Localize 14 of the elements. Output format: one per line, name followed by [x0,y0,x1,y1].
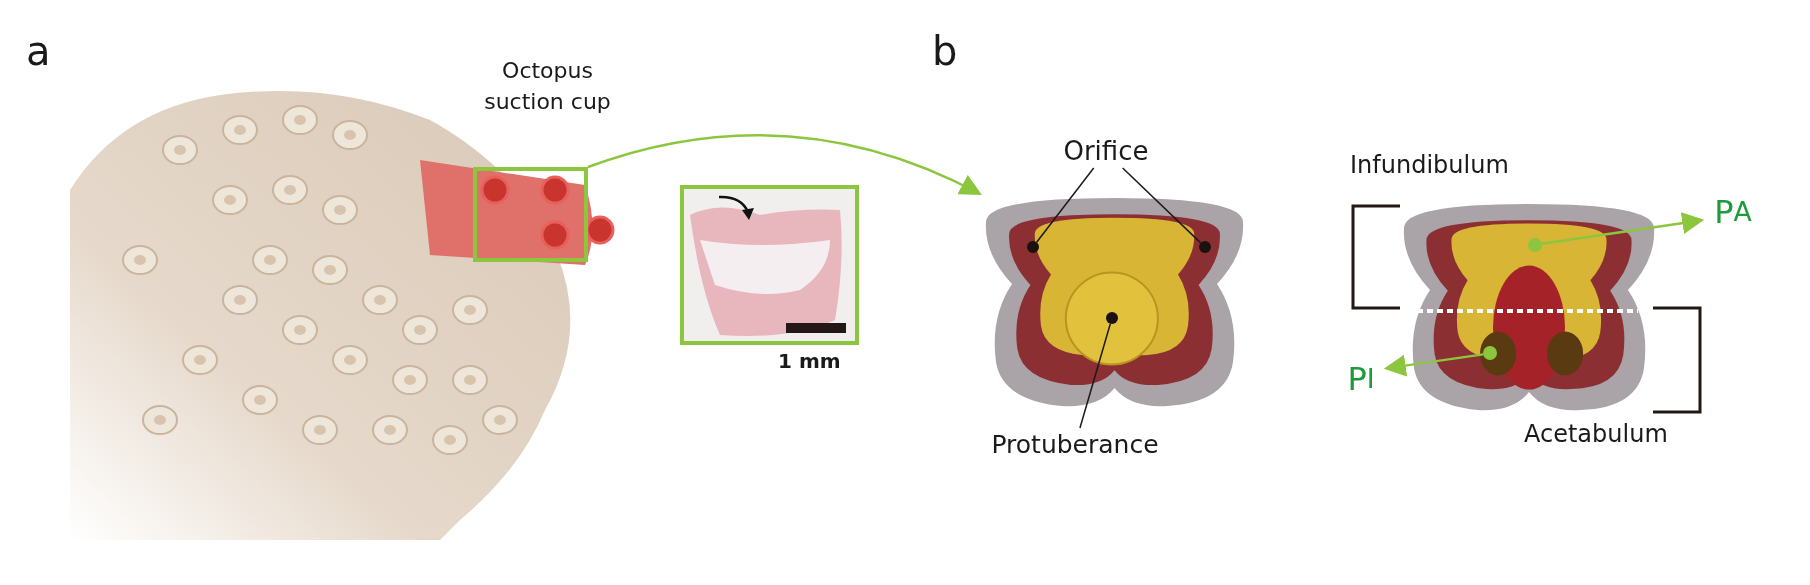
arrow [587,134,982,196]
panel-label: a [26,28,51,74]
leader-line [1079,323,1112,429]
leader-line [1035,167,1095,243]
caption-label: Octopus suction cup [483,57,612,116]
scale-label: 1 mm [778,350,841,373]
part-label: Protuberance [978,428,1172,462]
part-label: Orifice [1056,136,1156,168]
part-label: Infundibulum [1350,152,1509,180]
leader-line [1121,167,1202,244]
highlight-frame [473,167,588,262]
arrow [1541,212,1705,246]
part-label: Acetabulum [1524,421,1668,449]
panel-label: b [932,28,958,74]
